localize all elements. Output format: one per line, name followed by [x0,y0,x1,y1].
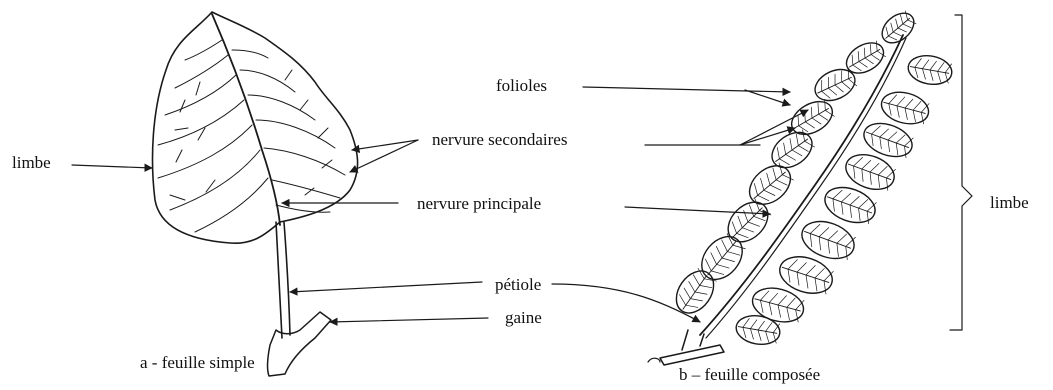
compound-leaf-base [660,330,724,365]
label-limbe-simple: limbe [12,153,51,172]
caption-feuille-composee: b – feuille composée [679,365,820,384]
compound-leaf-rachis [700,35,903,335]
label-limbe-compound: limbe [990,193,1029,212]
compound-leaf-leaflets [669,7,954,347]
leaflet [765,125,818,175]
label-nervure-principale: nervure principale [417,194,541,213]
simple-leaf-midrib [212,14,280,225]
label-petiole: pétiole [495,275,541,294]
compound-leaf [648,7,954,365]
leaflet [742,158,798,212]
leaflet [669,264,722,320]
label-gaine: gaine [505,308,542,327]
simple-leaf [153,12,358,376]
simple-leaf-sheath [267,312,331,376]
leaflet [906,52,954,87]
leaflet [749,283,808,327]
leaflet [876,7,919,49]
leaflet [720,194,775,249]
simple-leaf-petiole [276,222,290,338]
leaflet [810,63,860,106]
leaflet [694,229,751,288]
leaflet [734,312,782,347]
leaflet [878,87,932,128]
caption-feuille-simple: a - feuille simple [140,353,255,372]
limbe-brace [950,15,972,330]
label-nervure-secondaires: nervure secondaires [432,130,567,149]
label-folioles: folioles [496,76,547,95]
